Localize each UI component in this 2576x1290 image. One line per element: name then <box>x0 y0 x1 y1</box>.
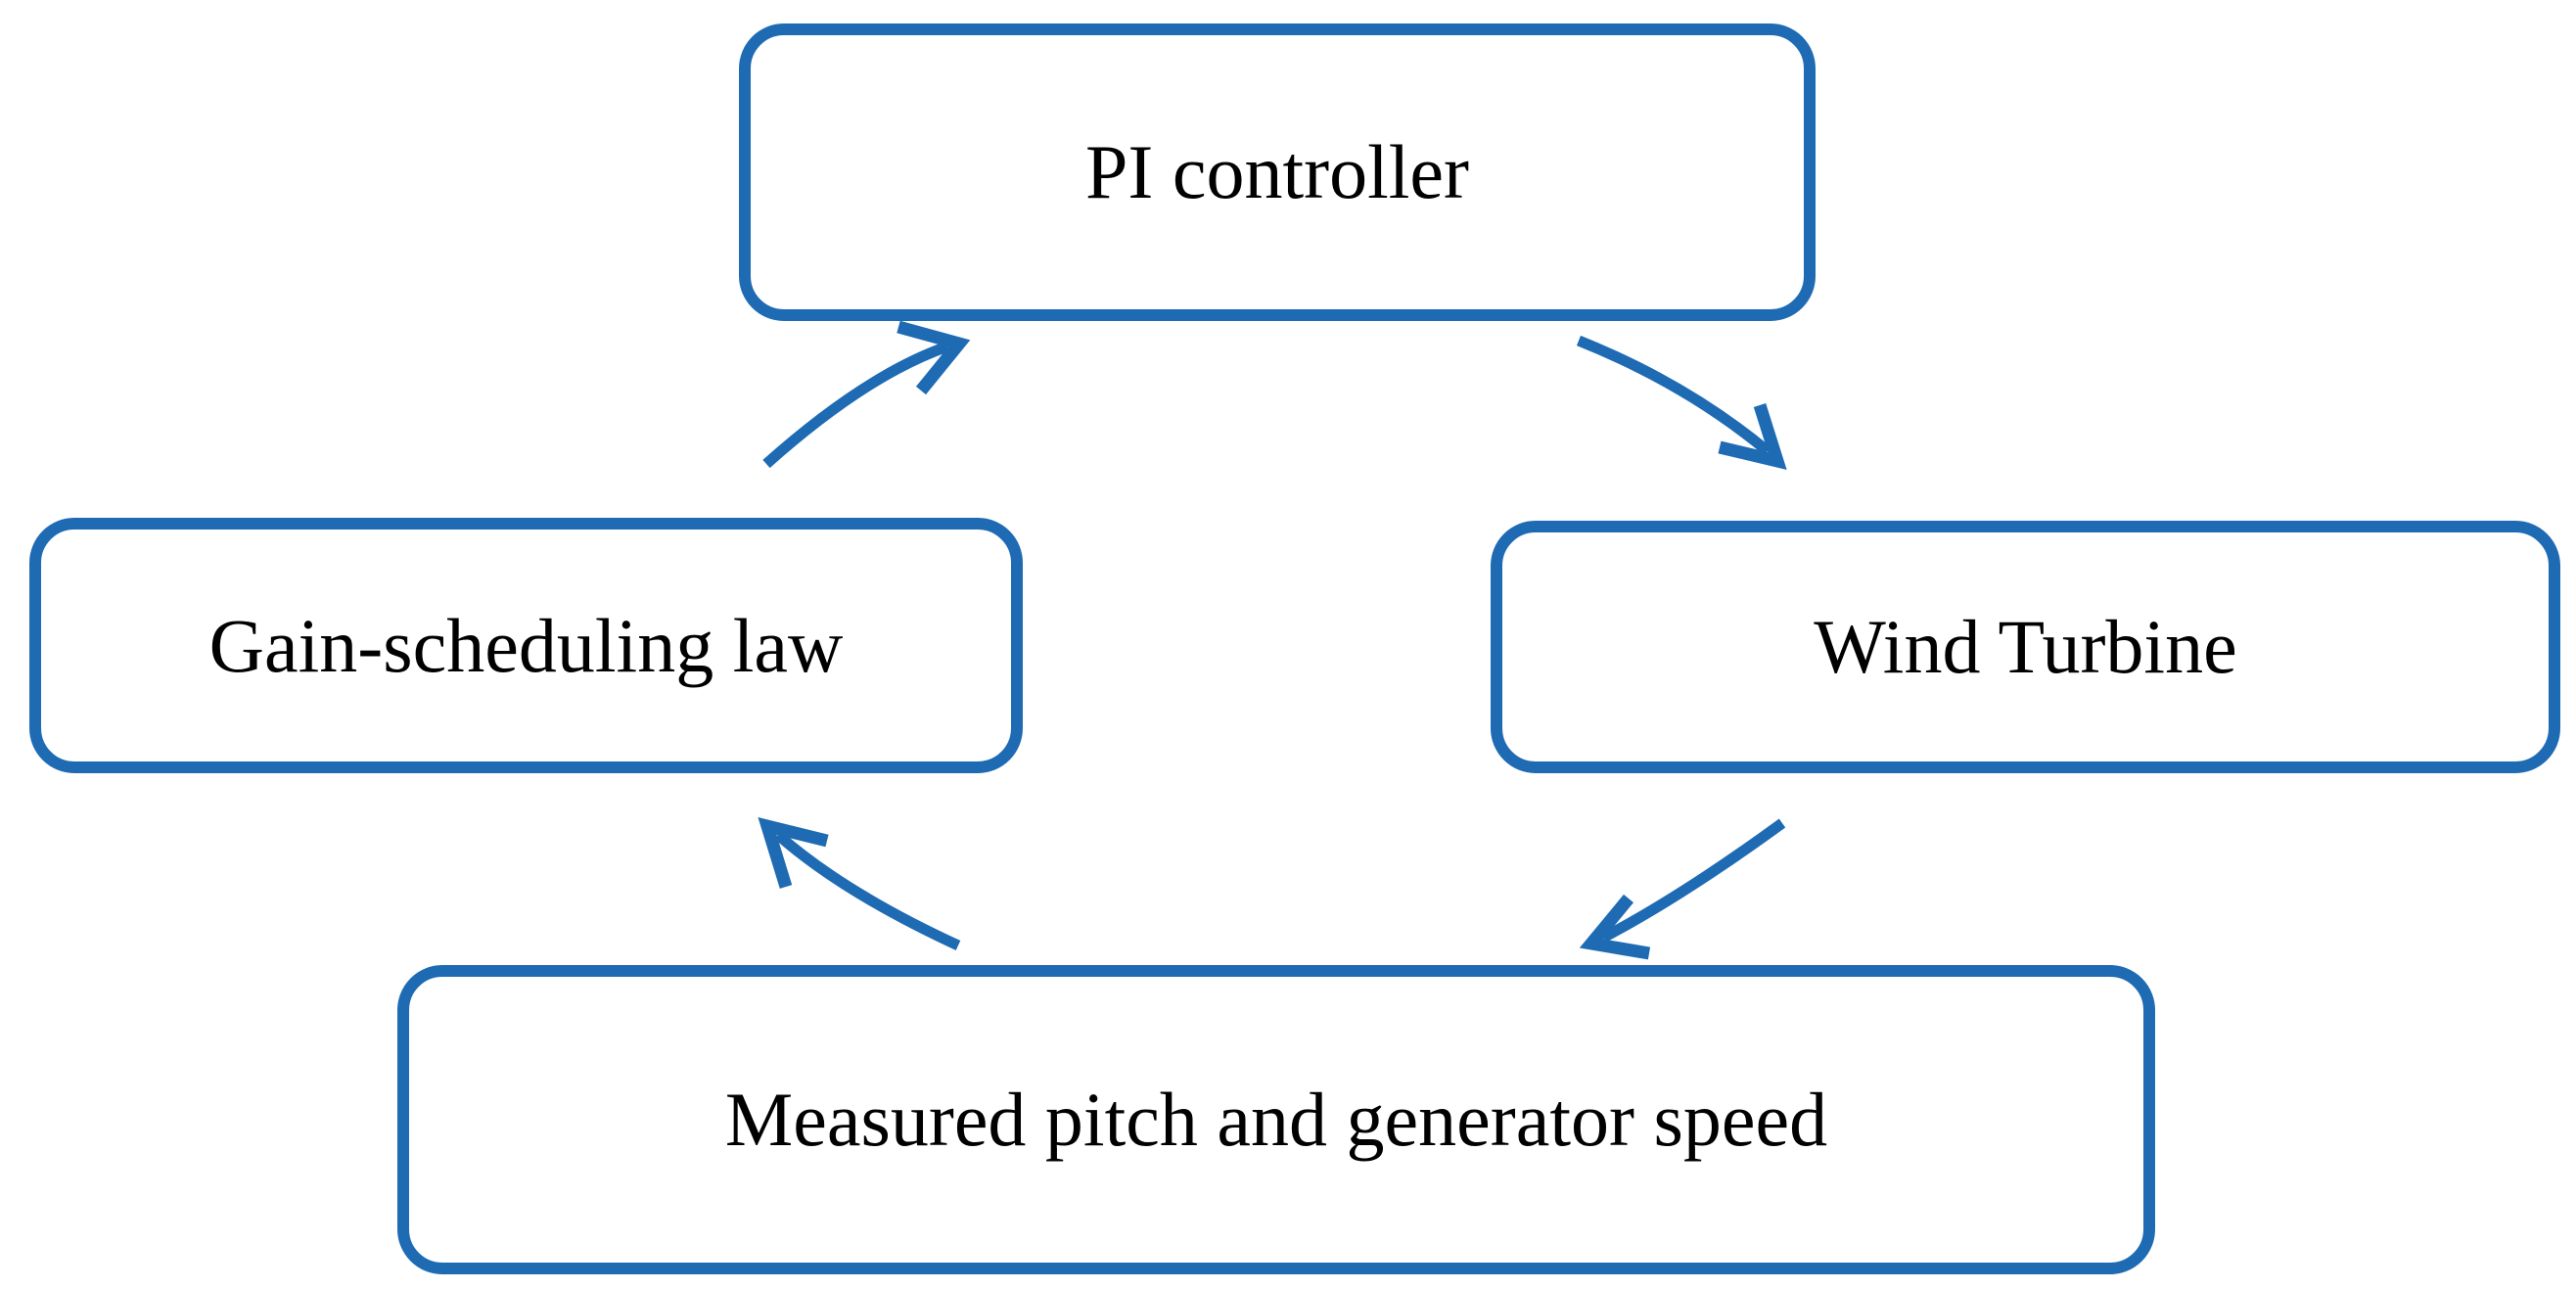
arrow-pi-controller-to-wind-turbine <box>1576 335 1787 470</box>
arrow-shaft <box>1600 818 1786 943</box>
arrow-head <box>1579 894 1651 960</box>
arrow-measured-to-gain-scheduling <box>758 816 961 950</box>
arrow-wind-turbine-to-measured <box>1579 818 1786 960</box>
arrow-gain-scheduling-to-pi-controller <box>762 320 971 469</box>
node-gain-scheduling-law-label: Gain-scheduling law <box>208 602 844 688</box>
node-wind-turbine: Wind Turbine <box>1491 521 2560 773</box>
node-wind-turbine-label: Wind Turbine <box>1814 604 2237 690</box>
node-gain-scheduling-law: Gain-scheduling law <box>29 518 1023 773</box>
node-pi-controller-label: PI controller <box>1084 129 1470 215</box>
arrow-shaft <box>774 830 961 950</box>
arrow-head <box>758 816 829 889</box>
arrow-shaft <box>762 341 949 469</box>
arrow-shaft <box>1576 335 1771 456</box>
node-measured-pitch-generator-speed-label: Measured pitch and generator speed <box>724 1077 1828 1163</box>
arrow-head <box>1718 403 1787 470</box>
node-pi-controller: PI controller <box>739 23 1816 321</box>
arrow-head <box>897 320 971 395</box>
node-measured-pitch-generator-speed: Measured pitch and generator speed <box>397 965 2155 1274</box>
